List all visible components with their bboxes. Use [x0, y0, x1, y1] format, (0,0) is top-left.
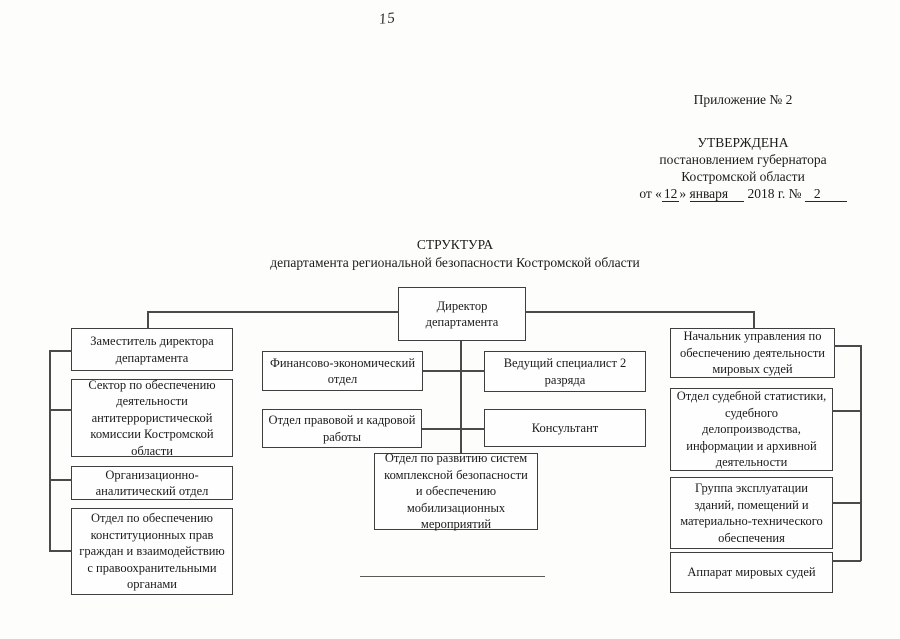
connector-trunk-row1 — [423, 370, 485, 372]
org-box-justice-peace-apparatus: Аппарат мировых судей — [670, 552, 833, 593]
org-box-lead-specialist: Ведущий специалист 2 разряда — [484, 351, 646, 392]
connector-left-stub-1 — [49, 350, 72, 352]
approved-by-line1: постановлением губернатора — [659, 152, 827, 167]
connector-left-bracket — [49, 350, 51, 551]
date-month: января — [689, 186, 745, 202]
approved-line: УТВЕРЖДЕНА — [697, 135, 789, 150]
date-day: 12 — [661, 186, 680, 202]
blank-underline — [360, 576, 545, 577]
connector-director-left-horizontal — [147, 311, 399, 313]
date-mid: » — [679, 186, 690, 201]
connector-left-stub-4 — [49, 550, 72, 552]
connector-central-trunk — [460, 341, 462, 453]
connector-left-stub-2 — [49, 409, 72, 411]
org-box-judicial-statistics-dept: Отдел судебной статистики, судебного дел… — [670, 388, 833, 471]
page-number: 15 — [378, 10, 397, 28]
org-box-director: Директор департамента — [398, 287, 526, 341]
header-spacer — [602, 108, 884, 134]
connector-trunk-row2 — [422, 428, 485, 430]
appendix-line: Приложение № 2 — [693, 92, 793, 107]
approved-by-line2: Костромской области — [681, 169, 805, 184]
document-title: СТРУКТУРА департамента региональной безо… — [205, 236, 705, 272]
org-box-finance-dept: Финансово-экономический отдел — [262, 351, 423, 391]
title-line2: департамента региональной безопасности К… — [270, 255, 640, 270]
org-box-antiterror-sector: Сектор по обеспечению деятельности антит… — [71, 378, 233, 458]
org-box-buildings-maintenance-group: Группа эксплуатации зданий, помещений и … — [670, 477, 833, 549]
approval-header: Приложение № 2 УТВЕРЖДЕНА постановлением… — [602, 91, 884, 202]
date-year: 2018 г. № — [744, 186, 805, 201]
connector-right-stub-3 — [832, 502, 861, 504]
connector-director-right-drop — [753, 311, 755, 329]
org-box-legal-hr-dept: Отдел правовой и кадровой работы — [262, 409, 422, 448]
org-box-justice-peace-head: Начальник управления по обеспечению деят… — [670, 328, 835, 378]
org-box-org-analytics-dept: Организационно-аналитический отдел — [71, 466, 233, 500]
connector-director-left-drop — [147, 311, 149, 329]
title-line1: СТРУКТУРА — [416, 237, 494, 252]
connector-right-stub-4 — [832, 560, 861, 562]
connector-right-stub-2 — [832, 410, 861, 412]
connector-right-stub-1 — [834, 345, 861, 347]
org-box-deputy-director: Заместитель директора департамента — [71, 328, 233, 371]
org-box-consultant: Консультант — [484, 409, 646, 447]
org-box-constitutional-rights-dept: Отдел по обеспечению конституционных пра… — [71, 508, 233, 595]
org-box-complex-security-dept: Отдел по развитию систем комплексной без… — [374, 451, 538, 531]
date-number: 2 — [804, 186, 847, 202]
date-prefix: от « — [639, 186, 662, 201]
connector-right-bracket — [860, 345, 862, 561]
connector-director-right-horizontal — [525, 311, 754, 313]
approval-date-line: от «12» января 2018 г. № 2 — [602, 185, 884, 202]
connector-left-stub-3 — [49, 479, 72, 481]
